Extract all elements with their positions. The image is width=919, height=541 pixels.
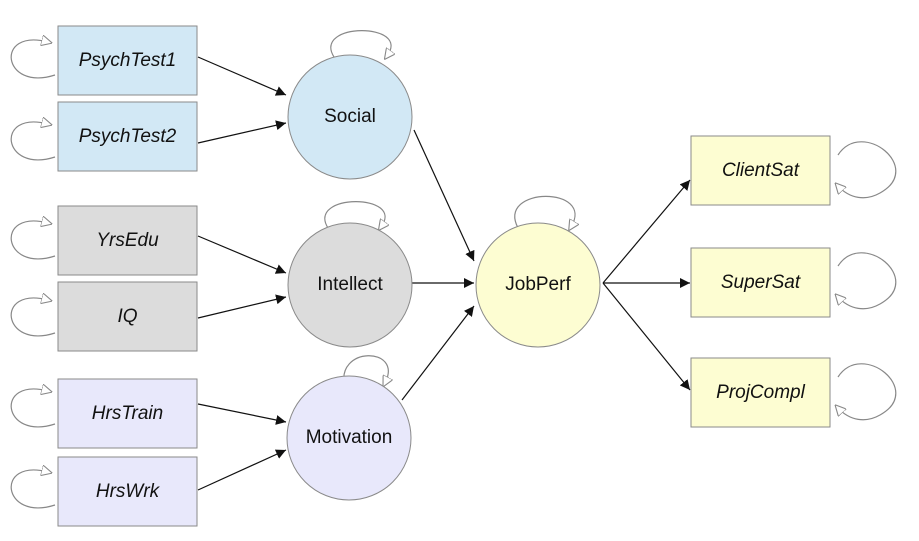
node-label: ClientSat (722, 160, 800, 181)
residual-loops (10, 30, 897, 509)
edge-social-jobperf (413, 129, 475, 262)
node-yrsedu: YrsEdu (57, 205, 198, 276)
node-clientsat: ClientSat (690, 135, 831, 206)
node-label: PsychTest2 (79, 126, 177, 147)
edge-hrstrain-motivation (197, 403, 287, 425)
node-motivation: Motivation (286, 375, 412, 501)
node-label: HrsTrain (92, 403, 163, 424)
node-projcompl: ProjCompl (690, 357, 831, 428)
edge-iq-intellect (197, 294, 287, 319)
node-label: Social (324, 106, 376, 127)
node-box (690, 357, 831, 428)
residual-loop-clientsat (838, 141, 897, 199)
node-label: HrsWrk (96, 481, 161, 502)
node-box (57, 101, 198, 172)
residual-loop-social (330, 30, 391, 57)
node-label: JobPerf (505, 274, 571, 295)
residual-loop-motivation (343, 355, 388, 387)
edge-hrswrk-motivation (197, 449, 287, 491)
node-label: YrsEdu (96, 230, 159, 251)
edge-psychtest2-social (197, 120, 287, 144)
node-hrstrain: HrsTrain (57, 378, 198, 449)
node-circle (287, 222, 413, 348)
edge-motivation-jobperf (401, 305, 475, 401)
node-box (690, 247, 831, 318)
node-label: Intellect (317, 274, 383, 295)
node-social: Social (287, 54, 413, 180)
node-box (690, 135, 831, 206)
node-circle (287, 54, 413, 180)
node-box (57, 25, 198, 96)
node-jobperf: JobPerf (475, 222, 601, 348)
node-label: IQ (117, 306, 137, 327)
residual-loop-intellect (324, 201, 385, 228)
residual-loop-psychtest2 (10, 122, 56, 161)
residual-loop-psychtest1 (10, 40, 56, 79)
residual-loop-hrswrk (10, 470, 56, 509)
node-box (57, 378, 198, 449)
residual-loop-supersat (838, 252, 897, 310)
node-box (57, 281, 198, 352)
edge-psychtest1-social (197, 56, 287, 96)
node-box (57, 456, 198, 527)
node-iq: IQ (57, 281, 198, 352)
node-circle (286, 375, 412, 501)
node-psychtest2: PsychTest2 (57, 101, 198, 172)
edge-jobperf-projcompl (602, 282, 691, 391)
residual-loop-hrstrain (10, 389, 56, 428)
node-label: PsychTest1 (79, 50, 177, 71)
node-psychtest1: PsychTest1 (57, 25, 198, 96)
node-circle (475, 222, 601, 348)
edge-yrsedu-intellect (197, 235, 287, 274)
residual-loop-yrsedu (10, 221, 56, 260)
edges (197, 56, 691, 491)
residual-loop-projcompl (838, 363, 897, 421)
node-label: Motivation (306, 427, 393, 448)
node-intellect: Intellect (287, 222, 413, 348)
node-box (57, 205, 198, 276)
node-label: SuperSat (721, 272, 801, 293)
node-label: ProjCompl (716, 382, 805, 403)
edge-jobperf-clientsat (602, 179, 691, 284)
node-supersat: SuperSat (690, 247, 831, 318)
node-hrswrk: HrsWrk (57, 456, 198, 527)
residual-loop-jobperf (514, 195, 575, 228)
residual-loop-iq (10, 298, 56, 337)
